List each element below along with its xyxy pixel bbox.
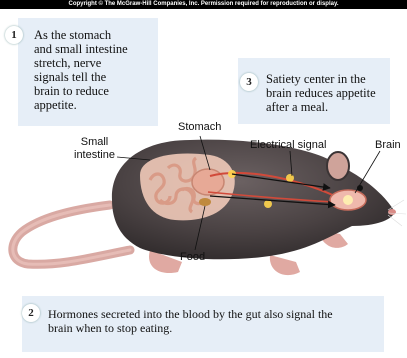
label-electrical-signal: Electrical signal xyxy=(250,139,326,151)
signal-glow xyxy=(264,200,272,208)
label-small-intestine-line: intestine xyxy=(74,149,115,162)
stomach-organ xyxy=(192,169,224,195)
label-small-intestine: Small intestine xyxy=(74,136,115,162)
label-food: Food xyxy=(180,251,205,263)
rat-ear xyxy=(327,152,349,180)
label-small-intestine-line: Small xyxy=(74,136,115,149)
label-brain: Brain xyxy=(375,139,401,151)
rat-whiskers xyxy=(388,200,406,226)
rat-nose xyxy=(388,209,396,215)
rat-hind-foot xyxy=(270,255,300,275)
food-pellet xyxy=(199,198,211,206)
signal-glow xyxy=(286,174,294,182)
rat-tail xyxy=(13,205,130,264)
label-stomach: Stomach xyxy=(178,121,221,133)
signal-glow xyxy=(343,195,353,205)
